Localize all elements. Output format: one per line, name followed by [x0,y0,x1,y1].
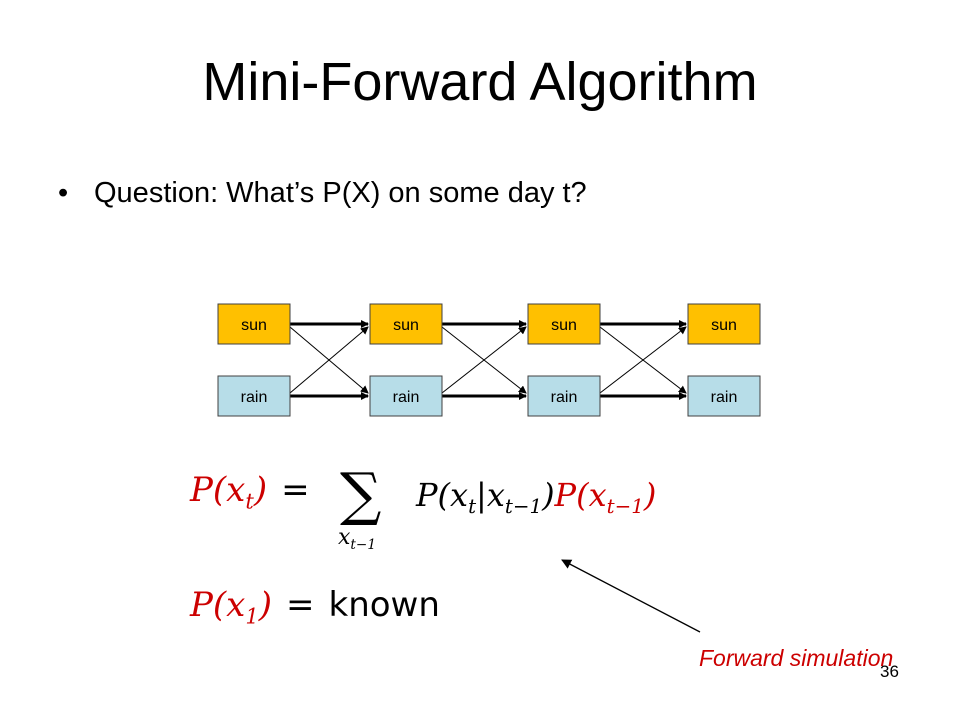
state-label: rain [393,389,420,406]
eq2-lhs: P(x1) [190,585,273,629]
state-label: sun [711,317,737,334]
state-node-rain: rain [217,375,291,417]
bullet-dot-icon: • [58,177,69,209]
state-node-sun: sun [217,303,291,345]
state-node-rain: rain [369,375,443,417]
state-label: rain [241,389,268,406]
eq1-lhs: P(xt) [190,470,268,514]
eq1-equals: = [281,470,310,510]
state-nodes: sun rain sun rain sun rain sun rain [217,303,761,417]
eq2-equals: = [286,585,315,625]
forward-simulation-label: Forward simulation [699,645,894,671]
edge-rain-sun [599,326,687,394]
equation-initial: P(x1) = known [190,585,440,628]
state-box [527,375,601,417]
equation-forward: P(xt) = [190,470,324,513]
equation-forward-terms: P(xt|xt−1)P(xt−1) [416,476,656,518]
edge-rain-sun [289,326,369,394]
eq2-rhs: known [328,585,440,625]
bullet-text: Question: What’s P(X) on some day t? [94,177,587,209]
bullet-item: • Question: What’s P(X) on some day t? [58,176,587,211]
previous-term: P(xt−1) [554,476,657,518]
edge-rain-sun [441,326,527,394]
state-node-rain: rain [527,375,601,417]
state-label: rain [711,389,738,406]
page-number: 36 [880,662,899,681]
transition-term: P(xt|xt−1) [416,476,555,518]
sum-subscript: xt−1 [338,525,376,553]
state-box [217,375,291,417]
state-label: sun [393,317,419,334]
slide-title: Mini-Forward Algorithm [202,52,758,112]
state-node-sun: sun [687,303,761,345]
state-label: rain [551,389,578,406]
sum-symbol: ∑ [340,460,382,528]
state-box [527,303,601,345]
state-label: sun [241,317,267,334]
state-node-sun: sun [369,303,443,345]
annotation-arrow [561,559,701,633]
state-node-rain: rain [687,375,761,417]
state-box [687,375,761,417]
state-node-sun: sun [527,303,601,345]
state-box [369,303,443,345]
state-label: sun [551,317,577,334]
state-box [217,303,291,345]
state-box [687,303,761,345]
transition-edges [289,320,687,400]
state-box [369,375,443,417]
